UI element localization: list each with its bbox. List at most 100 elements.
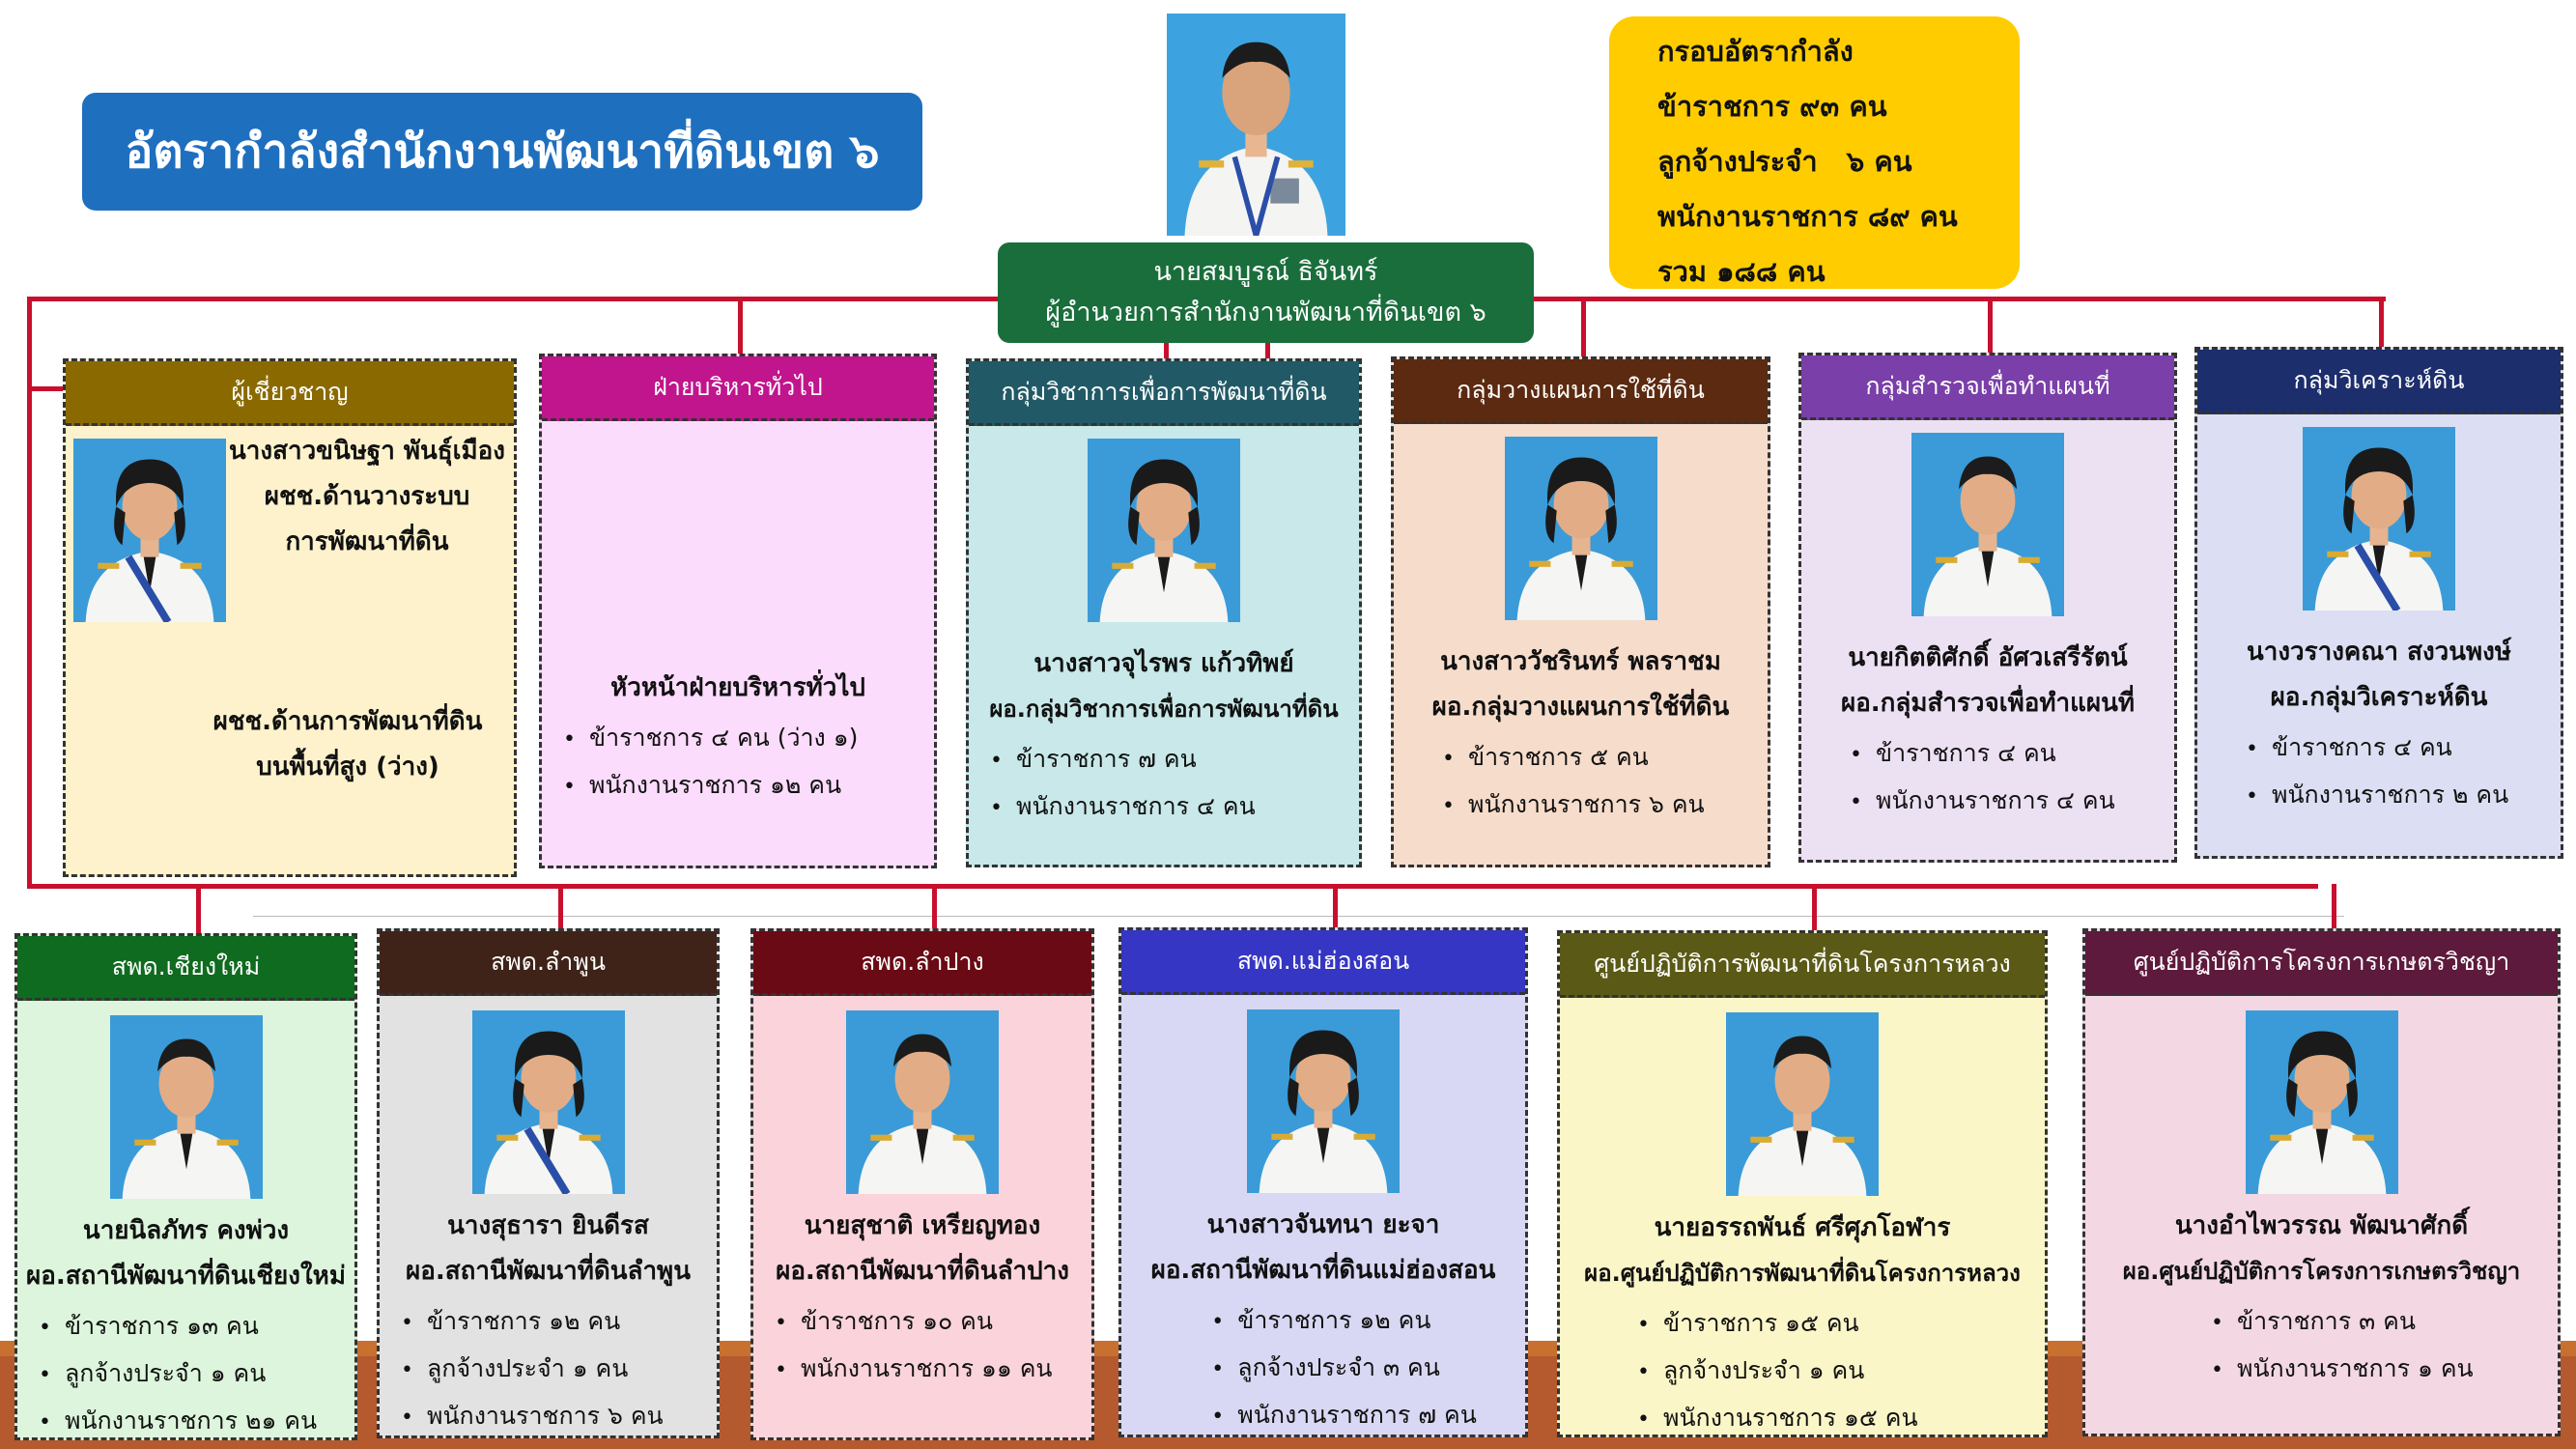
connector-drop bbox=[1333, 884, 1338, 927]
staff-position: ผอ.สถานีพัฒนาที่ดินแม่ฮ่องสอน bbox=[1150, 1256, 1496, 1285]
top-unit-card: กลุ่มวางแผนการใช้ที่ดินนางสาววัชรินทร์ พ… bbox=[1391, 356, 1770, 867]
staff-count-item: พนักงานราชการ ๔ คน bbox=[1850, 778, 2115, 825]
staff-count-item: ข้าราชการ ๑๒ คน bbox=[401, 1298, 664, 1346]
unit-header: ผู้เชี่ยวชาญ bbox=[66, 361, 514, 426]
top-unit-card: กลุ่มวิเคราะห์ดินนางวรางคณา สงวนพงษ์ผอ.ก… bbox=[2194, 347, 2563, 859]
staff-count-list: ข้าราชการ ๑๒ คนลูกจ้างประจำ ๑ คนพนักงานร… bbox=[401, 1298, 664, 1440]
staff-position: ผอ.กลุ่มวิชาการเพื่อการพัฒนาที่ดิน bbox=[989, 696, 1339, 723]
connector-left-stub bbox=[27, 386, 66, 391]
staff-photo bbox=[1088, 439, 1240, 622]
staff-position: ผอ.สถานีพัฒนาที่ดินลำปาง bbox=[776, 1257, 1069, 1286]
staff-count-item: ข้าราชการ ๗ คน bbox=[990, 736, 1256, 783]
staff-name: นางสาวขนิษฐา พันธุ์เมือง bbox=[229, 437, 505, 466]
staff-photo bbox=[73, 439, 226, 622]
staff-count-item: ข้าราชการ ๓ คน bbox=[2211, 1298, 2474, 1346]
bottom-unit-card: สพด.ลำพูนนางสุธารา ยินดีรสผอ.สถานีพัฒนาท… bbox=[377, 928, 720, 1438]
director-name: นายสมบูรณ์ ธิจันทร์ bbox=[1153, 257, 1378, 287]
staff-position: ผอ.สถานีพัฒนาที่ดินเชียงใหม่ bbox=[26, 1262, 346, 1291]
unit-header: กลุ่มวิเคราะห์ดิน bbox=[2197, 350, 2561, 414]
staff-position: ผอ.กลุ่มวิเคราะห์ดิน bbox=[2270, 683, 2488, 712]
unit-header: สพด.แม่ฮ่องสอน bbox=[1121, 930, 1525, 995]
staff-count-item: พนักงานราชการ ๑๑ คน bbox=[775, 1346, 1053, 1393]
staff-count-list: ข้าราชการ ๔ คน (ว่าง ๑)พนักงานราชการ ๑๒ … bbox=[563, 715, 858, 810]
staff-count-item: ข้าราชการ ๑๒ คน bbox=[1211, 1297, 1477, 1345]
staff-position: ผอ.ศูนย์ปฏิบัติการพัฒนาที่ดินโครงการหลวง bbox=[1584, 1260, 2021, 1287]
staff-count-item: พนักงานราชการ ๔ คน bbox=[990, 783, 1256, 831]
staff-count-item: พนักงานราชการ ๑๒ คน bbox=[563, 762, 858, 810]
staff-name: นางสุธารา ยินดีรส bbox=[447, 1211, 649, 1240]
summary-government-employees: พนักงานราชการ ๘๙ คน bbox=[1657, 200, 1958, 233]
unit-header: กลุ่มวางแผนการใช้ที่ดิน bbox=[1394, 359, 1768, 424]
staff-count-item: พนักงานราชการ ๗ คน bbox=[1211, 1392, 1477, 1439]
unit-header: ศูนย์ปฏิบัติการโครงการเกษตรวิชญา bbox=[2085, 931, 2558, 996]
bottom-unit-card: ศูนย์ปฏิบัติการพัฒนาที่ดินโครงการหลวงนาย… bbox=[1557, 930, 2048, 1437]
top-unit-card: กลุ่มสำรวจเพื่อทำแผนที่นายกิตติศักดิ์ อั… bbox=[1798, 353, 2177, 863]
staff-count-item: พนักงานราชการ ๒ คน bbox=[2246, 772, 2508, 819]
staff-photo bbox=[2303, 427, 2455, 611]
staff-count-item: ข้าราชการ ๕ คน bbox=[1442, 734, 1705, 781]
staff-name: นายสุชาติ เหรียญทอง bbox=[804, 1211, 1041, 1240]
staff-photo bbox=[1911, 433, 2064, 616]
director-box: นายสมบูรณ์ ธิจันทร์ ผู้อำนวยการสำนักงานพ… bbox=[998, 242, 1534, 343]
connector-bottom-bus bbox=[27, 884, 2318, 889]
staff-count-item: ข้าราชการ ๑๓ คน bbox=[39, 1303, 317, 1350]
top-unit-card: ผู้เชี่ยวชาญนางสาวขนิษฐา พันธุ์เมืองผชช.… bbox=[63, 358, 517, 877]
director-position: ผู้อำนวยการสำนักงานพัฒนาที่ดินเขต ๖ bbox=[1045, 298, 1486, 327]
bottom-unit-card: สพด.ลำปางนายสุชาติ เหรียญทองผอ.สถานีพัฒน… bbox=[750, 928, 1094, 1440]
connector-drop bbox=[738, 297, 743, 354]
summary-total: รวม ๑๘๘ คน bbox=[1657, 255, 1826, 288]
unit-header: สพด.เชียงใหม่ bbox=[17, 936, 354, 1001]
connector-drop bbox=[2331, 884, 2336, 928]
unit-header: ฝ่ายบริหารทั่วไป bbox=[542, 356, 934, 421]
staff-photo bbox=[109, 1015, 263, 1199]
staff-photo bbox=[471, 1010, 625, 1194]
connector-drop bbox=[2379, 297, 2384, 347]
staff-count-item: ข้าราชการ ๑๐ คน bbox=[775, 1298, 1053, 1346]
staff-count-item: พนักงานราชการ ๖ คน bbox=[1442, 781, 1705, 829]
top-unit-card: ฝ่ายบริหารทั่วไปหัวหน้าฝ่ายบริหารทั่วไปข… bbox=[539, 354, 937, 868]
unit-header: สพด.ลำปาง bbox=[753, 931, 1091, 996]
staff-position: ผชช.ด้านวางระบบ bbox=[264, 482, 470, 511]
staff-name: นางอำไพวรรณ พัฒนาศักดิ์ bbox=[2174, 1211, 2469, 1240]
staff-count-item: ลูกจ้างประจำ ๑ คน bbox=[39, 1350, 317, 1398]
staff-position: ผอ.กลุ่มสำรวจเพื่อทำแผนที่ bbox=[1840, 689, 2136, 718]
summary-civil-servants: ข้าราชการ ๙๓ คน bbox=[1657, 90, 1887, 123]
staff-photo bbox=[1726, 1012, 1879, 1196]
unit-header: ศูนย์ปฏิบัติการพัฒนาที่ดินโครงการหลวง bbox=[1560, 933, 2045, 998]
staff-count-item: พนักงานราชการ ๑ คน bbox=[2211, 1346, 2474, 1393]
staff-position: ผอ.กลุ่มวางแผนการใช้ที่ดิน bbox=[1431, 693, 1730, 722]
connector-director-drop bbox=[1265, 343, 1270, 362]
staff-name: นายกิตติศักดิ์ อัศวเสรีรัตน์ bbox=[1848, 643, 2128, 672]
connector-drop bbox=[1812, 884, 1817, 930]
position-title: หัวหน้าฝ่ายบริหารทั่วไป bbox=[610, 673, 865, 702]
staff-photo bbox=[1504, 437, 1657, 620]
staff-photo bbox=[1247, 1009, 1400, 1193]
staff-position: ผอ.สถานีพัฒนาที่ดินลำพูน bbox=[406, 1257, 691, 1286]
vacant-position: บนพื้นที่สูง (ว่าง) bbox=[256, 753, 439, 781]
staff-count-item: ข้าราชการ ๔ คน bbox=[2246, 724, 2508, 772]
staff-count-item: ข้าราชการ ๔ คน bbox=[1850, 730, 2115, 778]
staff-photo bbox=[846, 1010, 999, 1194]
staff-name: นางสาววัชรินทร์ พลราชม bbox=[1440, 647, 1721, 676]
connector-drop bbox=[195, 884, 201, 933]
connector-drop bbox=[932, 884, 937, 928]
staff-name: นางวรางคณา สงวนพงษ์ bbox=[2246, 638, 2511, 667]
staff-name: นางสาวจันทนา ยะจา bbox=[1206, 1210, 1440, 1239]
connector-drop bbox=[1988, 297, 1993, 353]
connector-left-trunk bbox=[27, 297, 32, 889]
staff-count-item: ข้าราชการ ๑๕ คน bbox=[1637, 1300, 1918, 1348]
staff-count-item: ลูกจ้างประจำ ๑ คน bbox=[401, 1346, 664, 1393]
unit-header: กลุ่มสำรวจเพื่อทำแผนที่ bbox=[1801, 355, 2174, 420]
staff-count-item: พนักงานราชการ ๒๑ คน bbox=[39, 1398, 317, 1445]
bottom-unit-card: สพด.เชียงใหม่นายนิลภัทร คงพ่วงผอ.สถานีพั… bbox=[14, 933, 357, 1440]
staff-name: นายอรรถพันธ์ ศรีศุภโอฬาร bbox=[1654, 1213, 1951, 1242]
staff-count-item: พนักงานราชการ ๑๕ คน bbox=[1637, 1395, 1918, 1442]
staff-count-list: ข้าราชการ ๑๕ คนลูกจ้างประจำ ๑ คนพนักงานร… bbox=[1637, 1300, 1918, 1442]
staff-name: นายนิลภัทร คงพ่วง bbox=[82, 1216, 290, 1245]
vacant-position: ผชช.ด้านการพัฒนาที่ดิน bbox=[212, 707, 483, 736]
bottom-unit-card: สพด.แม่ฮ่องสอนนางสาวจันทนา ยะจาผอ.สถานีพ… bbox=[1118, 927, 1528, 1437]
